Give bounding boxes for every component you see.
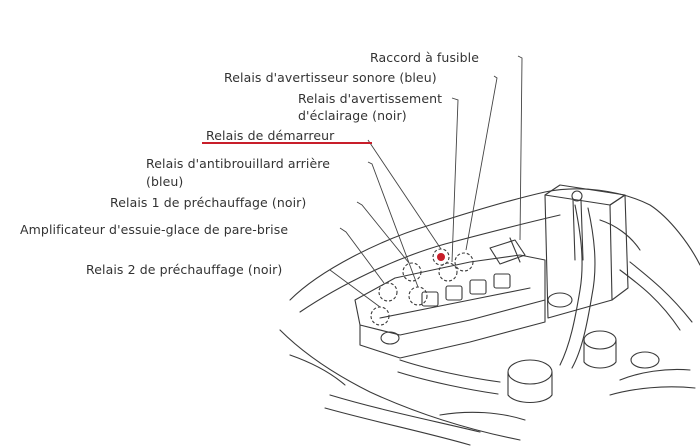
red-underline-demarreur <box>202 142 372 144</box>
hose-4 <box>629 261 693 323</box>
marker-relais-avertissement <box>438 262 458 282</box>
relay-block-d <box>493 273 511 289</box>
relay-bracket <box>354 254 546 336</box>
marker-relais-antibrouillard <box>408 286 428 306</box>
pipe-left-2 <box>397 371 499 395</box>
relay-block-c <box>469 279 487 295</box>
label-relais-avertissement-line2: d'éclairage (noir) <box>298 108 407 123</box>
pipe-left <box>399 359 501 383</box>
fender-outline <box>289 188 700 301</box>
marker-relais-prechauffage-2 <box>370 306 390 326</box>
cylinder-1 <box>507 359 553 385</box>
cylinder-2-body <box>583 339 617 369</box>
pipe-bottom-2 <box>324 407 471 446</box>
connector-block <box>489 239 526 265</box>
post <box>572 199 584 261</box>
label-relais-prechauffage-2: Relais 2 de préchauffage (noir) <box>86 262 283 277</box>
engine-contour-5 <box>599 219 641 251</box>
leader-raccord-fusible <box>517 55 523 241</box>
label-raccord-fusible: Raccord à fusible <box>370 50 480 65</box>
hose-1 <box>559 204 583 366</box>
hose-3 <box>619 269 681 331</box>
hose-2 <box>571 207 596 369</box>
relay-block-b <box>445 285 463 301</box>
relay-bracket-inner <box>379 287 531 319</box>
relay-block-a <box>421 291 439 307</box>
relay-cap <box>380 331 400 345</box>
leader-amplificateur <box>339 227 385 284</box>
cylinder-3 <box>630 351 660 369</box>
inner-fender-line <box>299 214 561 313</box>
label-relais-demarreur: Relais de démarreur <box>206 128 335 143</box>
leader-antibrouillard <box>367 161 419 288</box>
label-relais-avertissement-line1: Relais d'avertissement <box>298 91 443 106</box>
battery-block-side <box>609 194 629 301</box>
leader-prechauffage-1 <box>356 201 410 264</box>
label-relais-antibrouillard-line1: Relais d'antibrouillard arrière <box>146 156 331 171</box>
engine-contour-1 <box>619 368 691 381</box>
lower-body-line <box>279 329 521 441</box>
connector-arm <box>509 237 521 263</box>
marker-relais-avertisseur <box>454 252 474 272</box>
label-relais-antibrouillard-line2: (bleu) <box>146 174 184 189</box>
leader-prechauffage-2 <box>329 269 381 308</box>
leader-avertisseur-sonore <box>465 75 498 251</box>
pipe-bottom <box>329 394 481 433</box>
marker-amplificateur <box>378 282 398 302</box>
engine-contour-4 <box>289 354 346 386</box>
leader-avertissement <box>451 97 459 263</box>
label-relais-prechauffage-1: Relais 1 de préchauffage (noir) <box>110 195 307 210</box>
cylinder-1-body <box>507 371 553 404</box>
engine-contour-3 <box>439 411 526 421</box>
cylinder-2 <box>583 330 617 350</box>
leader-demarreur <box>367 139 442 250</box>
marker-relais-prechauffage-1 <box>402 262 422 282</box>
label-amplificateur-essuie-glace: Amplificateur d'essuie-glace de pare-bri… <box>20 222 289 237</box>
post-top <box>571 190 583 202</box>
highlight-relais-demarreur <box>437 253 445 261</box>
battery-block-top <box>544 184 626 206</box>
label-relais-avertisseur-sonore: Relais d'avertisseur sonore (bleu) <box>224 70 437 85</box>
cylinder-4 <box>547 292 573 308</box>
engine-contour-2 <box>609 386 696 396</box>
relay-bracket-front <box>359 299 546 359</box>
